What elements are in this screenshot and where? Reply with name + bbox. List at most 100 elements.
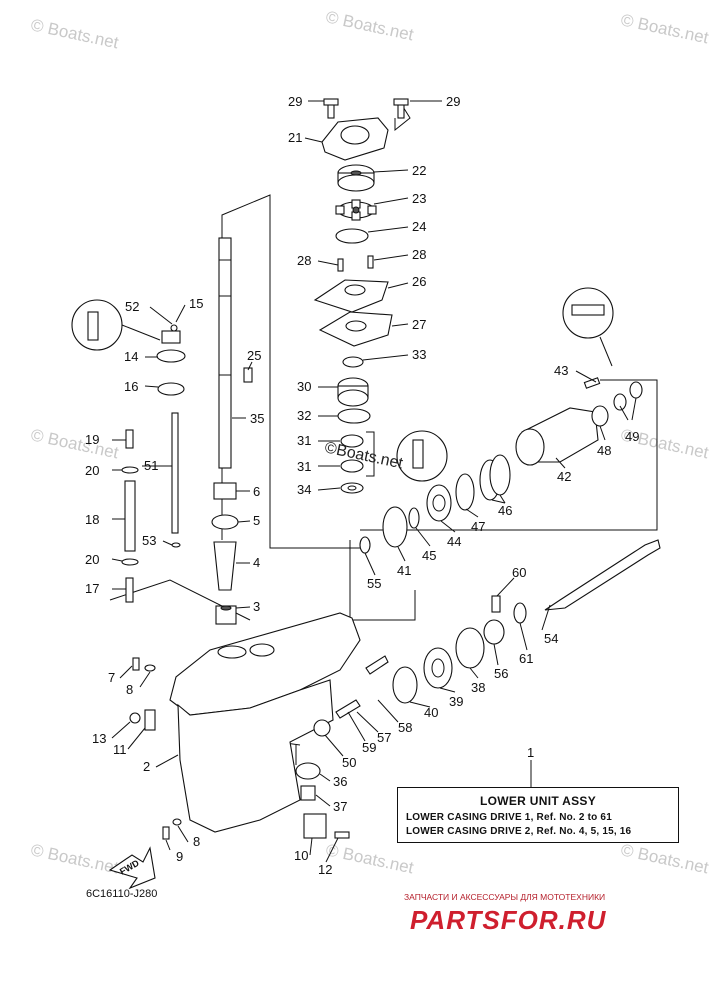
callout-9: 9	[176, 849, 183, 864]
trim-tab-10	[303, 813, 327, 839]
inline-watermark: ©Boats.net	[323, 439, 405, 472]
o-ring-46b	[489, 454, 511, 496]
note-line-2: LOWER CASING DRIVE 2, Ref. No. 4, 5, 15,…	[406, 826, 632, 837]
callout-31: 31	[297, 459, 311, 474]
detail-circles	[71, 287, 614, 482]
svg-text:© Boats.net: © Boats.net	[29, 840, 120, 877]
callout-14: 14	[124, 349, 138, 364]
callout-labels: 29 29 21 22 23 24 28 28 26 27 33 30 32 3…	[85, 94, 639, 877]
bearing-44	[426, 484, 452, 522]
svg-text:© Boats.net: © Boats.net	[619, 10, 710, 47]
callout-26: 26	[412, 274, 426, 289]
clutch-56	[483, 619, 505, 645]
housing-14	[161, 330, 181, 344]
callout-27: 27	[412, 317, 426, 332]
fwd-arrow	[108, 846, 156, 890]
svg-text:© Boats.net: © Boats.net	[324, 7, 415, 44]
seal-33	[342, 356, 364, 368]
shim-40	[392, 666, 418, 704]
callout-36: 36	[333, 774, 347, 789]
shim-45	[408, 507, 420, 529]
callout-15: 15	[189, 296, 203, 311]
callout-34: 34	[297, 482, 311, 497]
callout-5: 5	[253, 513, 260, 528]
note-title: LOWER UNIT ASSY	[479, 794, 597, 808]
callout-30: 30	[297, 379, 311, 394]
leader-lines	[111, 100, 637, 863]
callout-59: 59	[362, 740, 376, 755]
sleeve-4	[213, 541, 237, 591]
callout-53: 53	[142, 533, 156, 548]
ad-logo[interactable]: PARTSFOR.RU	[410, 905, 607, 935]
nut-37	[300, 785, 316, 801]
casing-body	[177, 679, 334, 833]
ring-61	[513, 602, 527, 624]
bearing-48	[591, 405, 609, 427]
callout-58: 58	[398, 720, 412, 735]
o-ring-47	[455, 473, 475, 511]
callout-54: 54	[544, 631, 558, 646]
callout-43: 43	[554, 363, 568, 378]
callout-4: 4	[253, 555, 260, 570]
callout-32: 32	[297, 408, 311, 423]
callout-28: 28	[412, 247, 426, 262]
gear-38	[455, 627, 485, 669]
callout-38: 38	[471, 680, 485, 695]
callout-29: 29	[288, 94, 302, 109]
callout-2: 2	[143, 759, 150, 774]
callout-11: 11	[113, 742, 127, 757]
callout-40: 40	[424, 705, 438, 720]
outer-plate	[313, 279, 389, 313]
callout-12: 12	[318, 862, 332, 877]
svg-text:© Boats.net: © Boats.net	[619, 840, 710, 877]
callout-33: 33	[412, 347, 426, 362]
svg-text:© Boats.net: © Boats.net	[29, 425, 120, 462]
o-ring-16	[157, 382, 185, 396]
callout-20: 20	[85, 552, 99, 567]
callout-21: 21	[288, 130, 302, 145]
callout-50: 50	[342, 755, 356, 770]
svg-text:© Boats.net: © Boats.net	[324, 840, 415, 877]
callout-35: 35	[250, 411, 264, 426]
callout-6: 6	[253, 484, 260, 499]
callout-39: 39	[449, 694, 463, 709]
callout-44: 44	[447, 534, 461, 549]
callout-48: 48	[597, 443, 611, 458]
callout-7: 7	[108, 670, 115, 685]
callout-18: 18	[85, 512, 99, 527]
propeller-shaft	[544, 539, 661, 611]
callout-46: 46	[498, 503, 512, 518]
bearing-39	[423, 647, 453, 689]
callout-28: 28	[297, 253, 311, 268]
drive-shaft-group	[121, 237, 253, 625]
callout-16: 16	[124, 379, 138, 394]
callout-51: 51	[144, 458, 158, 473]
callout-13: 13	[92, 731, 106, 746]
pump-gasket-ring	[335, 228, 369, 244]
callout-23: 23	[412, 191, 426, 206]
propeller-shaft-group	[295, 539, 661, 801]
callout-17: 17	[85, 581, 99, 596]
shim-5	[211, 514, 239, 530]
callout-57: 57	[377, 730, 391, 745]
callout-3: 3	[253, 599, 260, 614]
pinion-36	[295, 762, 321, 780]
water-pump-group	[313, 98, 409, 494]
callout-20: 20	[85, 463, 99, 478]
callout-60: 60	[512, 565, 526, 580]
svg-text:© Boats.net: © Boats.net	[29, 15, 120, 52]
callout-49: 49	[625, 429, 639, 444]
callout-45: 45	[422, 548, 436, 563]
impeller	[335, 199, 377, 221]
callout-29: 29	[446, 94, 460, 109]
callout-8: 8	[126, 682, 133, 697]
o-ring-32	[337, 408, 371, 424]
note-line-1: LOWER CASING DRIVE 1, Ref. No. 2 to 61	[406, 812, 612, 823]
callout-1: 1	[527, 745, 534, 760]
shift-rod-51	[171, 412, 179, 534]
callout-42: 42	[557, 469, 571, 484]
callout-10: 10	[294, 848, 308, 863]
callout-61: 61	[519, 651, 533, 666]
callout-52: 52	[125, 299, 139, 314]
